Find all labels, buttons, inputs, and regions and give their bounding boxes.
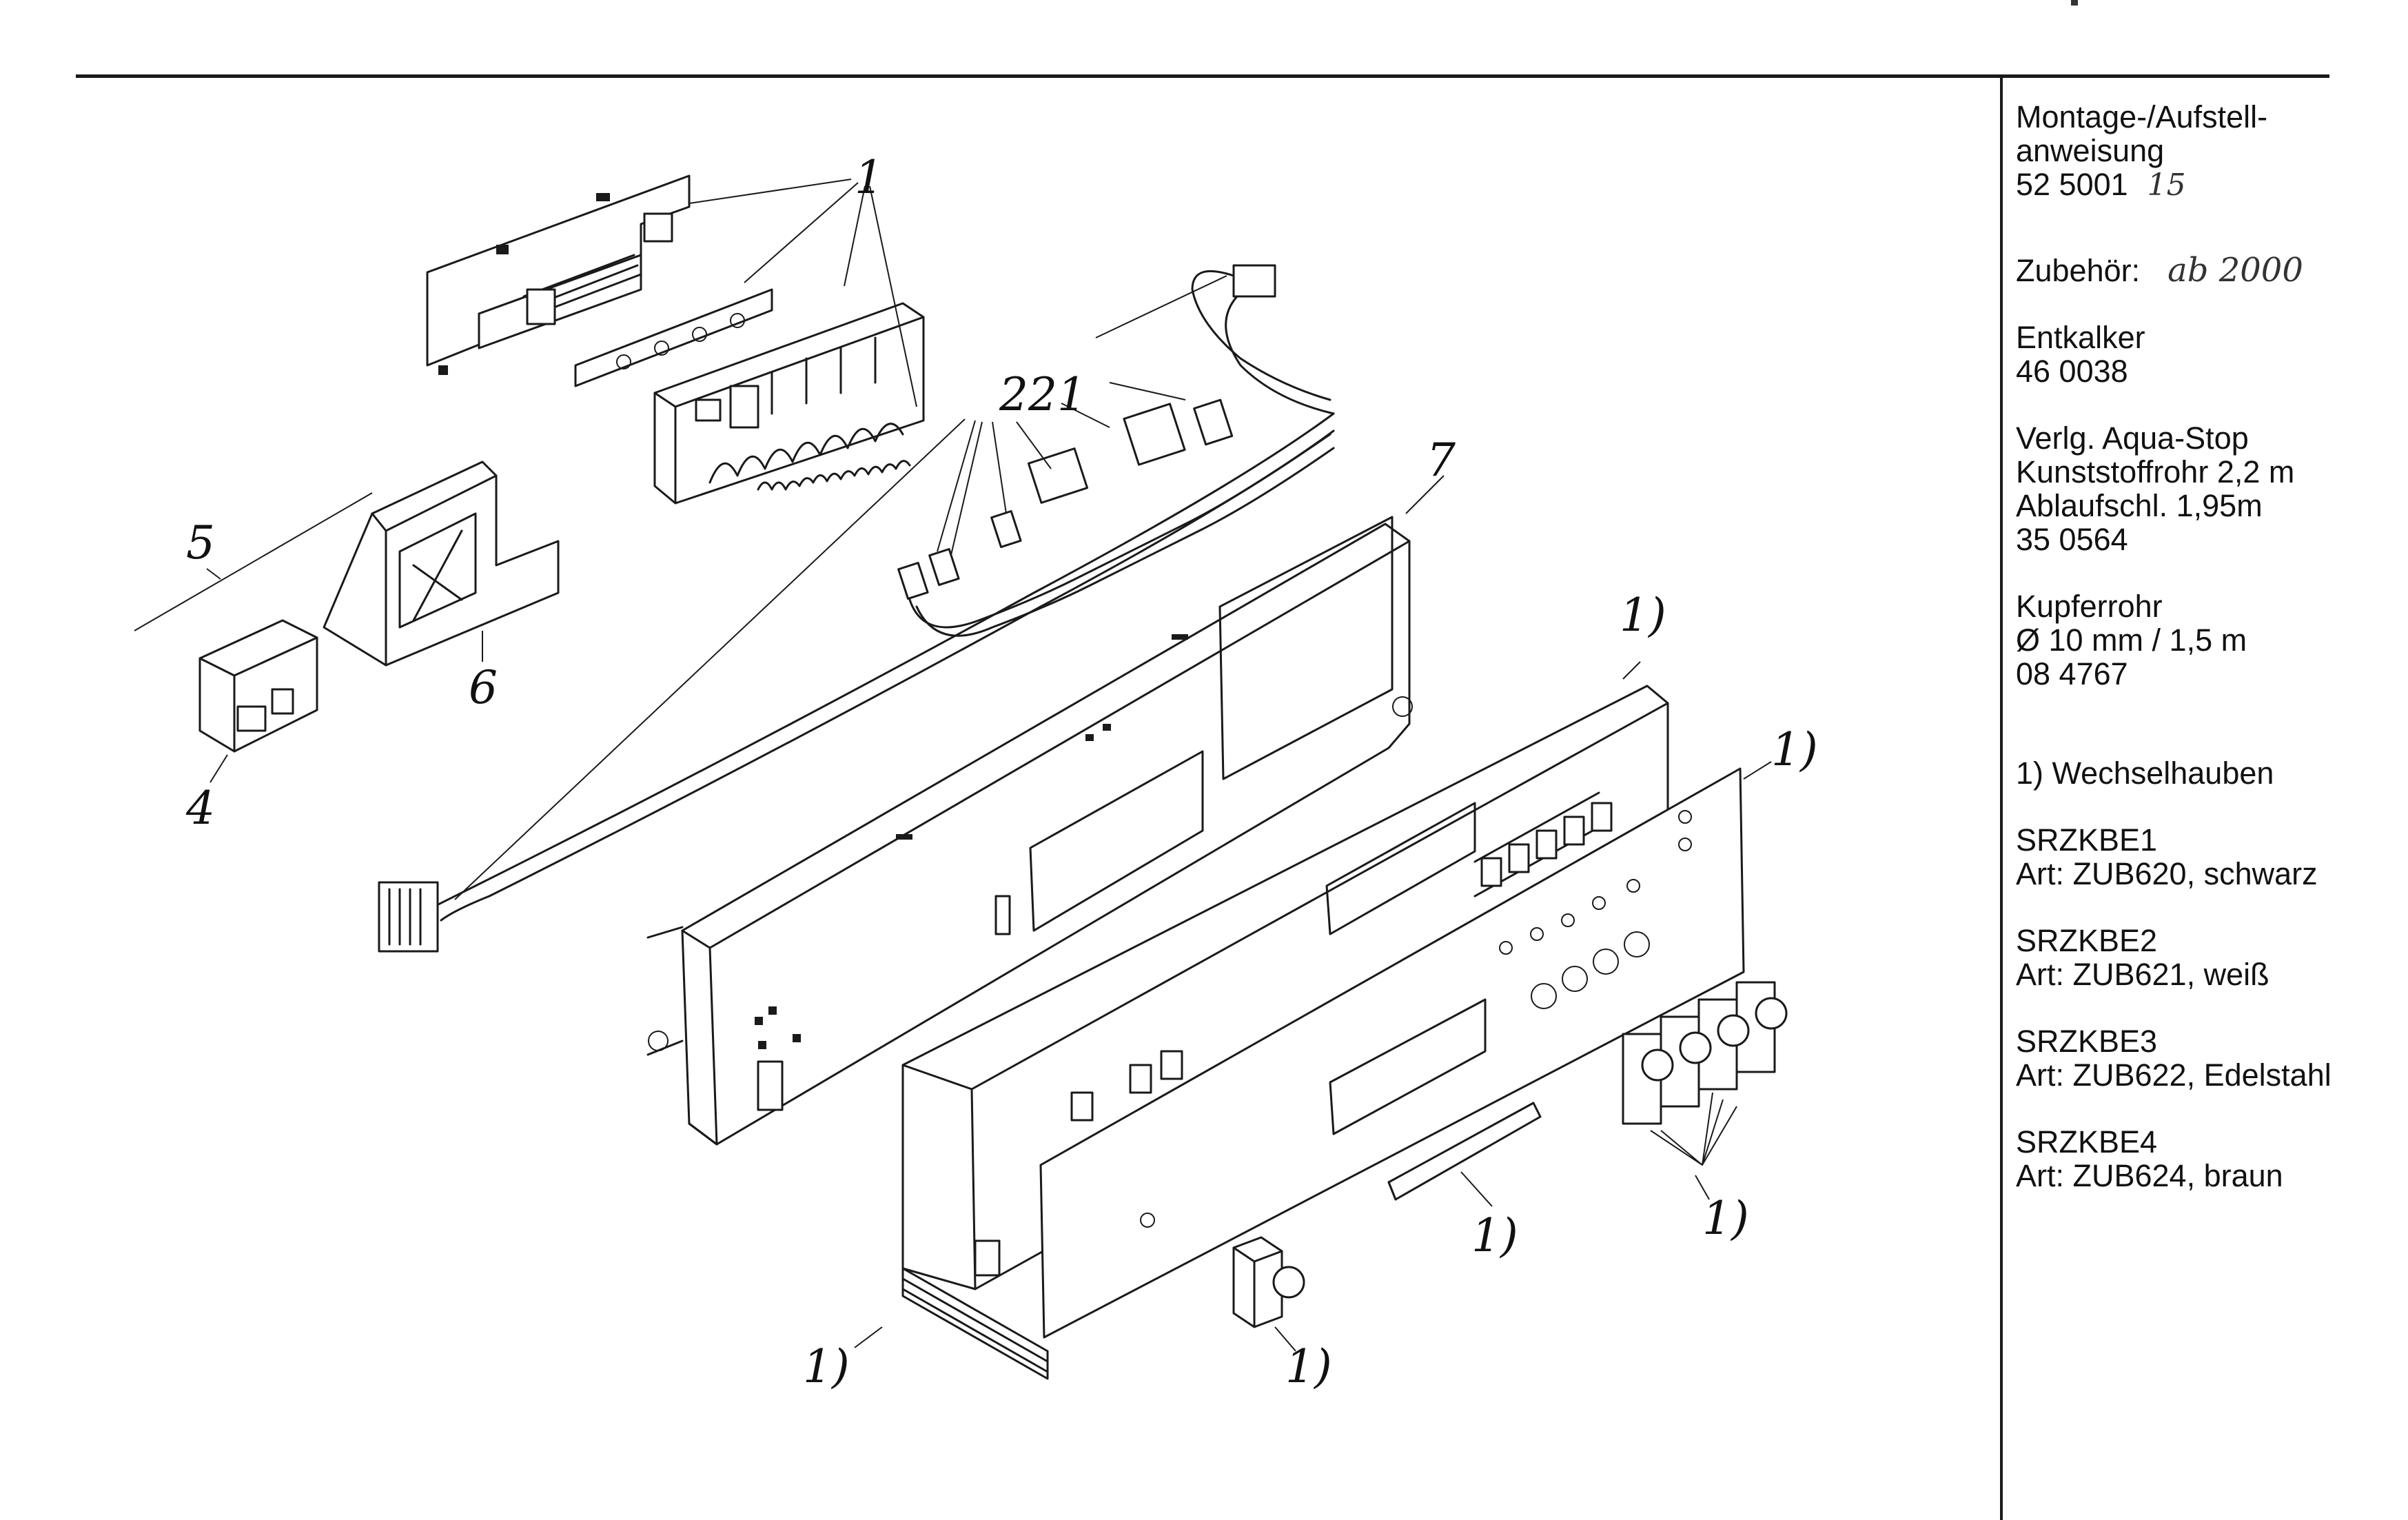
- kupferrohr-size: Ø 10 mm / 1,5 m: [2016, 622, 2247, 658]
- leader-1-stack: [854, 1326, 883, 1348]
- callout-4: 4: [185, 782, 215, 835]
- part-display-board: [574, 288, 773, 387]
- callout-1-stack: 1): [803, 1340, 850, 1393]
- montage-line-1: Montage-/Aufstell-: [2016, 99, 2268, 134]
- entkalker-number: 46 0038: [2016, 354, 2128, 389]
- entkalker-name: Entkalker: [2016, 320, 2145, 355]
- aquastop-line-1: Verlg. Aqua-Stop: [2016, 420, 2249, 456]
- variant-2: SRZKBE2 Art: ZUB621, weiß: [2016, 924, 2402, 991]
- kupferrohr-block: Kupferrohr Ø 10 mm / 1,5 m 08 4767: [2016, 589, 2402, 691]
- aquastop-number: 35 0564: [2016, 522, 2128, 557]
- montage-number-row: 52 5001 15: [2016, 168, 2402, 202]
- leader-1-button: [1274, 1326, 1296, 1352]
- leader-1-b: [744, 182, 859, 283]
- variant-article: Art: ZUB622, Edelstahl: [2016, 1057, 2332, 1093]
- leader-1-c: [844, 185, 866, 287]
- variant-code: SRZKBE2: [2016, 923, 2158, 958]
- montage-number: 52 5001: [2016, 167, 2128, 202]
- part-main-frame: [646, 516, 1413, 1146]
- callout-1-a: 1): [1620, 589, 1666, 642]
- part-bracket: [323, 460, 560, 667]
- kupferrohr-name: Kupferrohr: [2016, 589, 2163, 624]
- entkalker-block: Entkalker 46 0038: [2016, 321, 2402, 388]
- footnote-block: 1) Wechselhauben: [2016, 756, 2402, 790]
- callout-1-top: 1: [855, 151, 884, 204]
- zubehoer-row: Zubehör: ab 2000: [2016, 251, 2402, 290]
- leader-1-d: [869, 185, 917, 407]
- callout-6: 6: [469, 661, 498, 714]
- montage-handwritten-note: 15: [2147, 168, 2186, 203]
- callout-7: 7: [1427, 434, 1456, 487]
- variant-code: SRZKBE4: [2016, 1124, 2158, 1159]
- montage-line-2: anweisung: [2016, 133, 2165, 168]
- part-display-strip: [1387, 1102, 1542, 1201]
- leader-5-tick: [206, 568, 221, 580]
- leader-1-panel-inner: [1622, 661, 1641, 680]
- variant-article: Art: ZUB624, braun: [2016, 1158, 2283, 1193]
- callout-1-button: 1): [1285, 1340, 1332, 1393]
- leader-221-c: [992, 421, 1007, 514]
- variant-code: SRZKBE1: [2016, 822, 2158, 858]
- column-divider: [2000, 77, 2003, 1520]
- callout-1-b: 1): [1771, 723, 1818, 776]
- leader-1-strip: [1460, 1171, 1493, 1207]
- aquastop-line-2: Kunststoffrohr 2,2 m: [2016, 454, 2295, 489]
- leader-221-e: [1061, 403, 1110, 428]
- leader-221-g: [454, 418, 966, 900]
- leader-221-f: [1109, 382, 1186, 401]
- variant-article: Art: ZUB621, weiß: [2016, 957, 2269, 992]
- part-panel-stack: [901, 1267, 1049, 1380]
- leader-221-h: [1095, 275, 1227, 338]
- parts-info-sidebar: Montage-/Aufstell- anweisung 52 5001 15 Z…: [2016, 100, 2402, 1226]
- leader-1-knobs-stem: [1695, 1175, 1710, 1200]
- callout-221: 221: [999, 368, 1086, 421]
- aquastop-line-3: Ablaufschl. 1,95m: [2016, 488, 2263, 523]
- leader-7: [1405, 475, 1445, 514]
- leader-221-b: [950, 421, 983, 556]
- leader-221-d: [1016, 421, 1052, 469]
- leader-1-knobs: [1650, 1092, 1737, 1166]
- leader-4: [210, 754, 228, 783]
- part-panel-front: [1039, 767, 1745, 1339]
- callout-1-knobs: 1): [1702, 1192, 1749, 1245]
- variant-code: SRZKBE3: [2016, 1024, 2158, 1059]
- zubehoer-handwritten-note: ab 2000: [2167, 251, 2303, 290]
- callout-5: 5: [186, 516, 215, 569]
- corner-mark: [2071, 0, 2078, 6]
- part-control-board-rear: [426, 174, 691, 375]
- variant-article: Art: ZUB620, schwarz: [2016, 856, 2318, 891]
- leader-1-a: [688, 179, 852, 204]
- part-control-module-front: [653, 302, 925, 505]
- leader-1-panel-front: [1743, 761, 1772, 780]
- variant-3: SRZKBE3 Art: ZUB622, Edelstahl: [2016, 1024, 2402, 1092]
- part-switch: [198, 619, 318, 753]
- exploded-parts-diagram: 1 221: [134, 151, 1818, 1393]
- variant-1: SRZKBE1 Art: ZUB620, schwarz: [2016, 823, 2402, 891]
- callout-1-strip: 1): [1471, 1209, 1518, 1262]
- variant-4: SRZKBE4 Art: ZUB624, braun: [2016, 1125, 2402, 1193]
- part-knob-set: [1622, 981, 1788, 1125]
- aquastop-block: Verlg. Aqua-Stop Kunststoffrohr 2,2 m Ab…: [2016, 421, 2402, 556]
- part-push-button: [1232, 1236, 1305, 1328]
- top-rule: [76, 74, 2329, 78]
- zubehoer-label: Zubehör:: [2016, 253, 2141, 288]
- kupferrohr-number: 08 4767: [2016, 656, 2128, 691]
- footnote-text: 1) Wechselhauben: [2016, 756, 2274, 791]
- part-wiring-harness: [378, 264, 1335, 953]
- montage-block: Montage-/Aufstell- anweisung 52 5001 15: [2016, 100, 2402, 202]
- leader-221-a: [937, 420, 976, 552]
- zubehoer-block: Zubehör: ab 2000: [2016, 251, 2402, 290]
- leader-5: [134, 492, 373, 631]
